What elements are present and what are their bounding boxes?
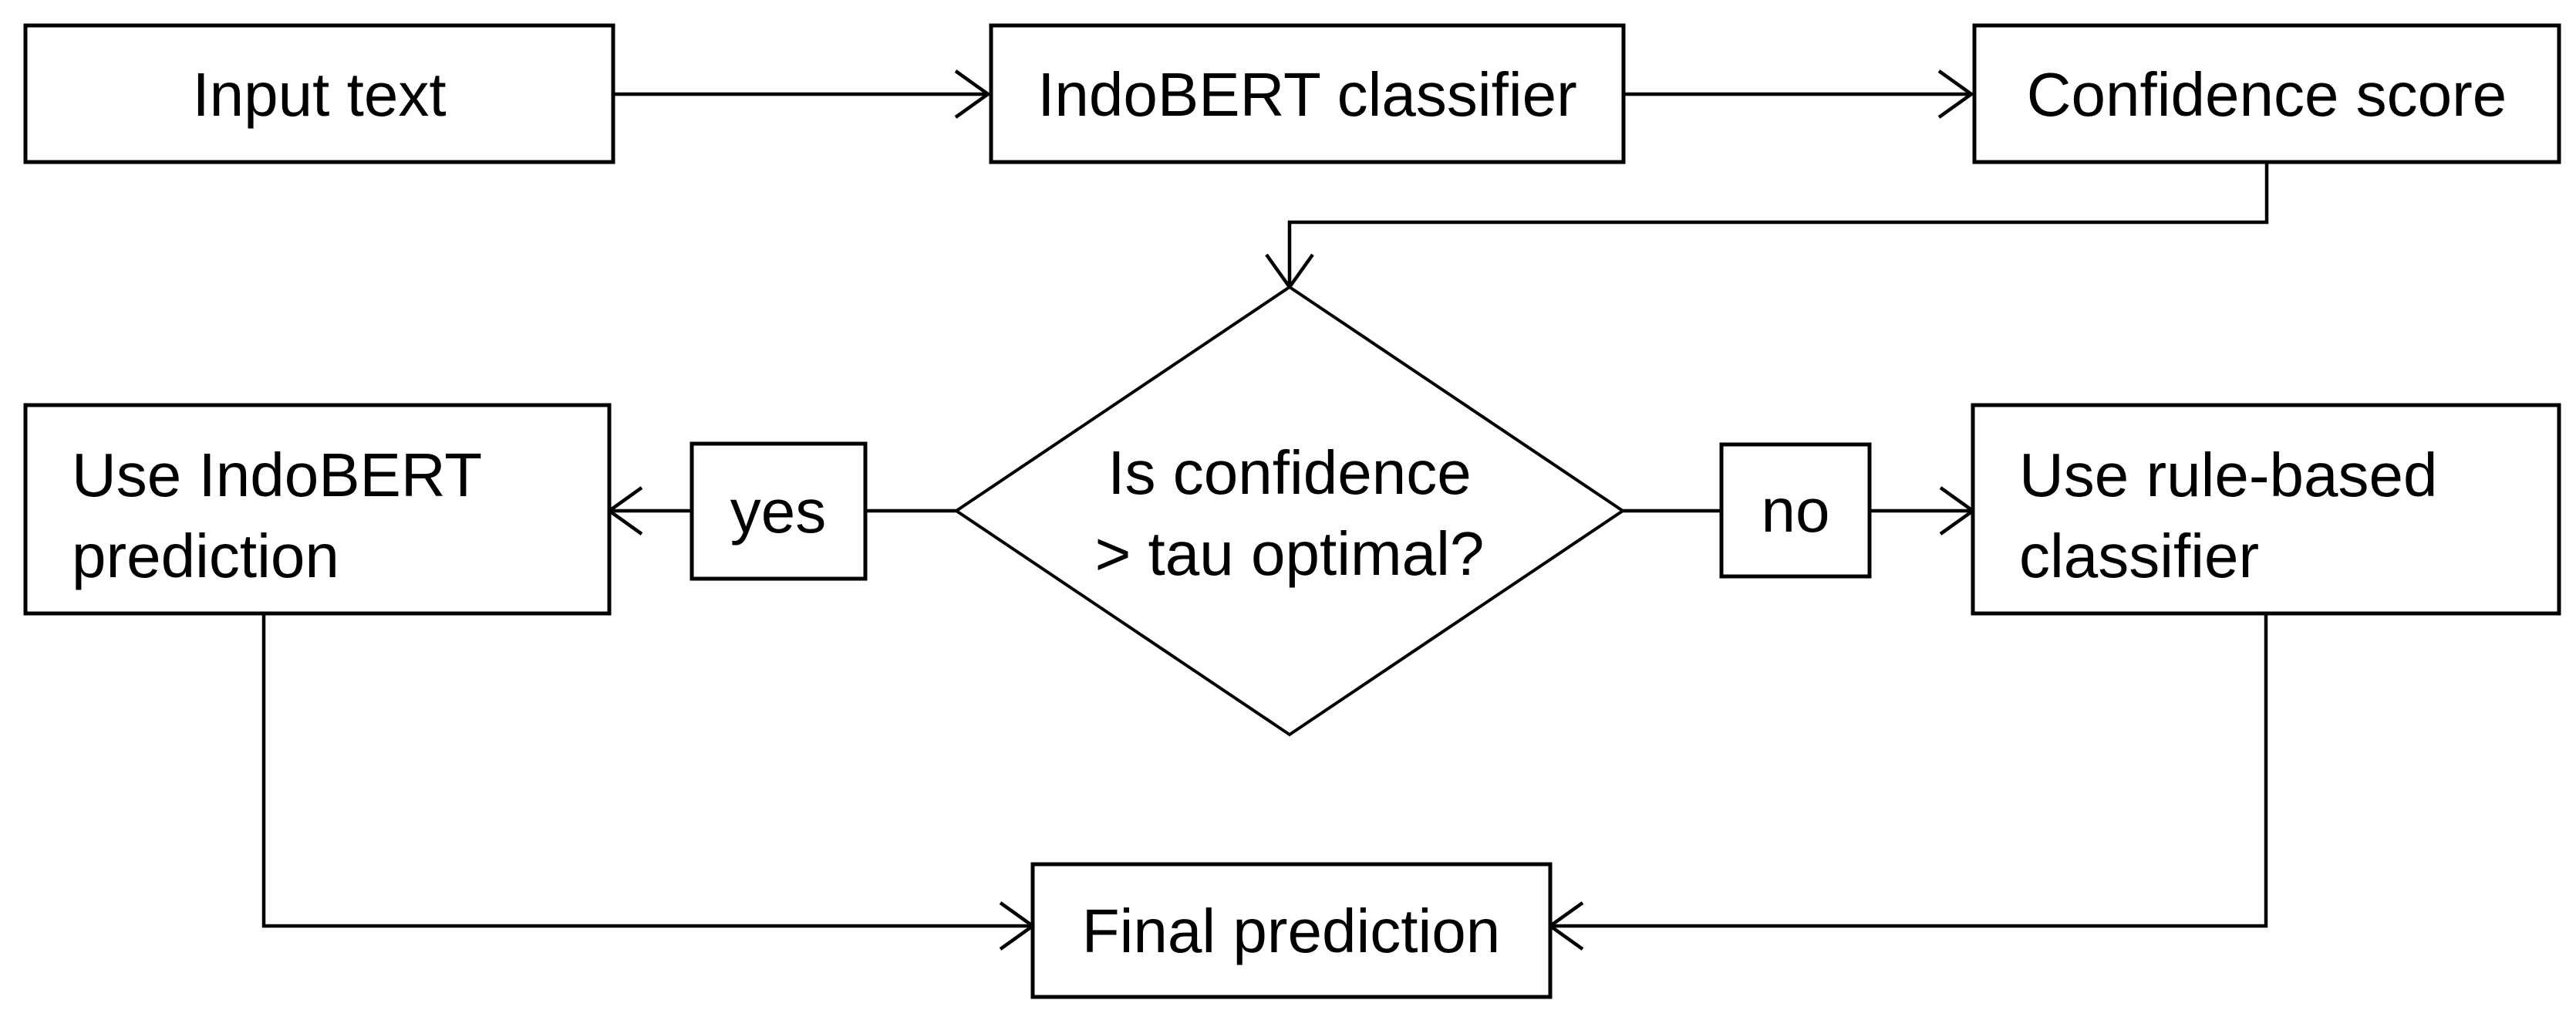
node-decision: Is confidence > tau optimal? <box>953 285 1626 737</box>
node-final-box <box>1030 862 1553 999</box>
edge-use-indobert-final <box>261 613 1036 951</box>
node-use-rule-label-line2: classifier <box>2019 522 2259 590</box>
edge-confidence-decision <box>1265 162 2269 290</box>
edge-use-rule-final-line <box>1553 613 2268 928</box>
edge-label-no-text: no <box>1762 476 1830 545</box>
node-use-rule-label-line1: Use rule-based <box>2019 441 2438 509</box>
node-decision-label-line1: Is confidence <box>1108 438 1471 507</box>
edge-label-no: no <box>1719 442 1872 579</box>
arrowhead-right <box>954 69 991 119</box>
node-use-indobert-box <box>23 403 612 616</box>
node-use-indobert-label-line1: Use IndoBERT <box>72 441 482 509</box>
node-classifier-label: IndoBERT classifier <box>1037 60 1577 129</box>
edge-input-classifier <box>613 69 991 119</box>
node-input-box <box>23 23 615 164</box>
edge-classifier-confidence <box>1623 69 1974 119</box>
node-use-rule: Use rule-based classifier <box>1971 403 2561 616</box>
edge-confidence-decision-line <box>1287 162 2269 284</box>
edge-label-no-box <box>1719 442 1872 579</box>
edge-use-rule-final <box>1547 613 2268 951</box>
node-confidence: Confidence score <box>1972 23 2561 164</box>
edge-no-use-rule <box>1870 486 1976 536</box>
node-final-label: Final prediction <box>1082 897 1501 965</box>
node-confidence-label: Confidence score <box>2027 60 2507 129</box>
edge-label-yes: yes <box>690 441 868 581</box>
edge-yes-use-indobert <box>606 486 692 536</box>
node-classifier-box <box>989 23 1626 164</box>
node-classifier: IndoBERT classifier <box>989 23 1626 164</box>
node-decision-label-line2: > tau optimal? <box>1095 519 1485 588</box>
node-input: Input text <box>23 23 615 164</box>
node-use-indobert-label-line2: prediction <box>72 522 339 590</box>
edge-label-yes-box <box>690 441 868 581</box>
node-input-label: Input text <box>192 60 446 129</box>
edge-label-yes-text: yes <box>730 477 827 546</box>
edge-use-indobert-final-line <box>261 613 1030 928</box>
arrowhead-right <box>1937 69 1974 119</box>
node-confidence-box <box>1972 23 2561 164</box>
node-final: Final prediction <box>1030 862 1553 999</box>
node-use-indobert: Use IndoBERT prediction <box>23 403 612 616</box>
node-decision-diamond <box>953 285 1626 737</box>
node-use-rule-box <box>1971 403 2561 616</box>
